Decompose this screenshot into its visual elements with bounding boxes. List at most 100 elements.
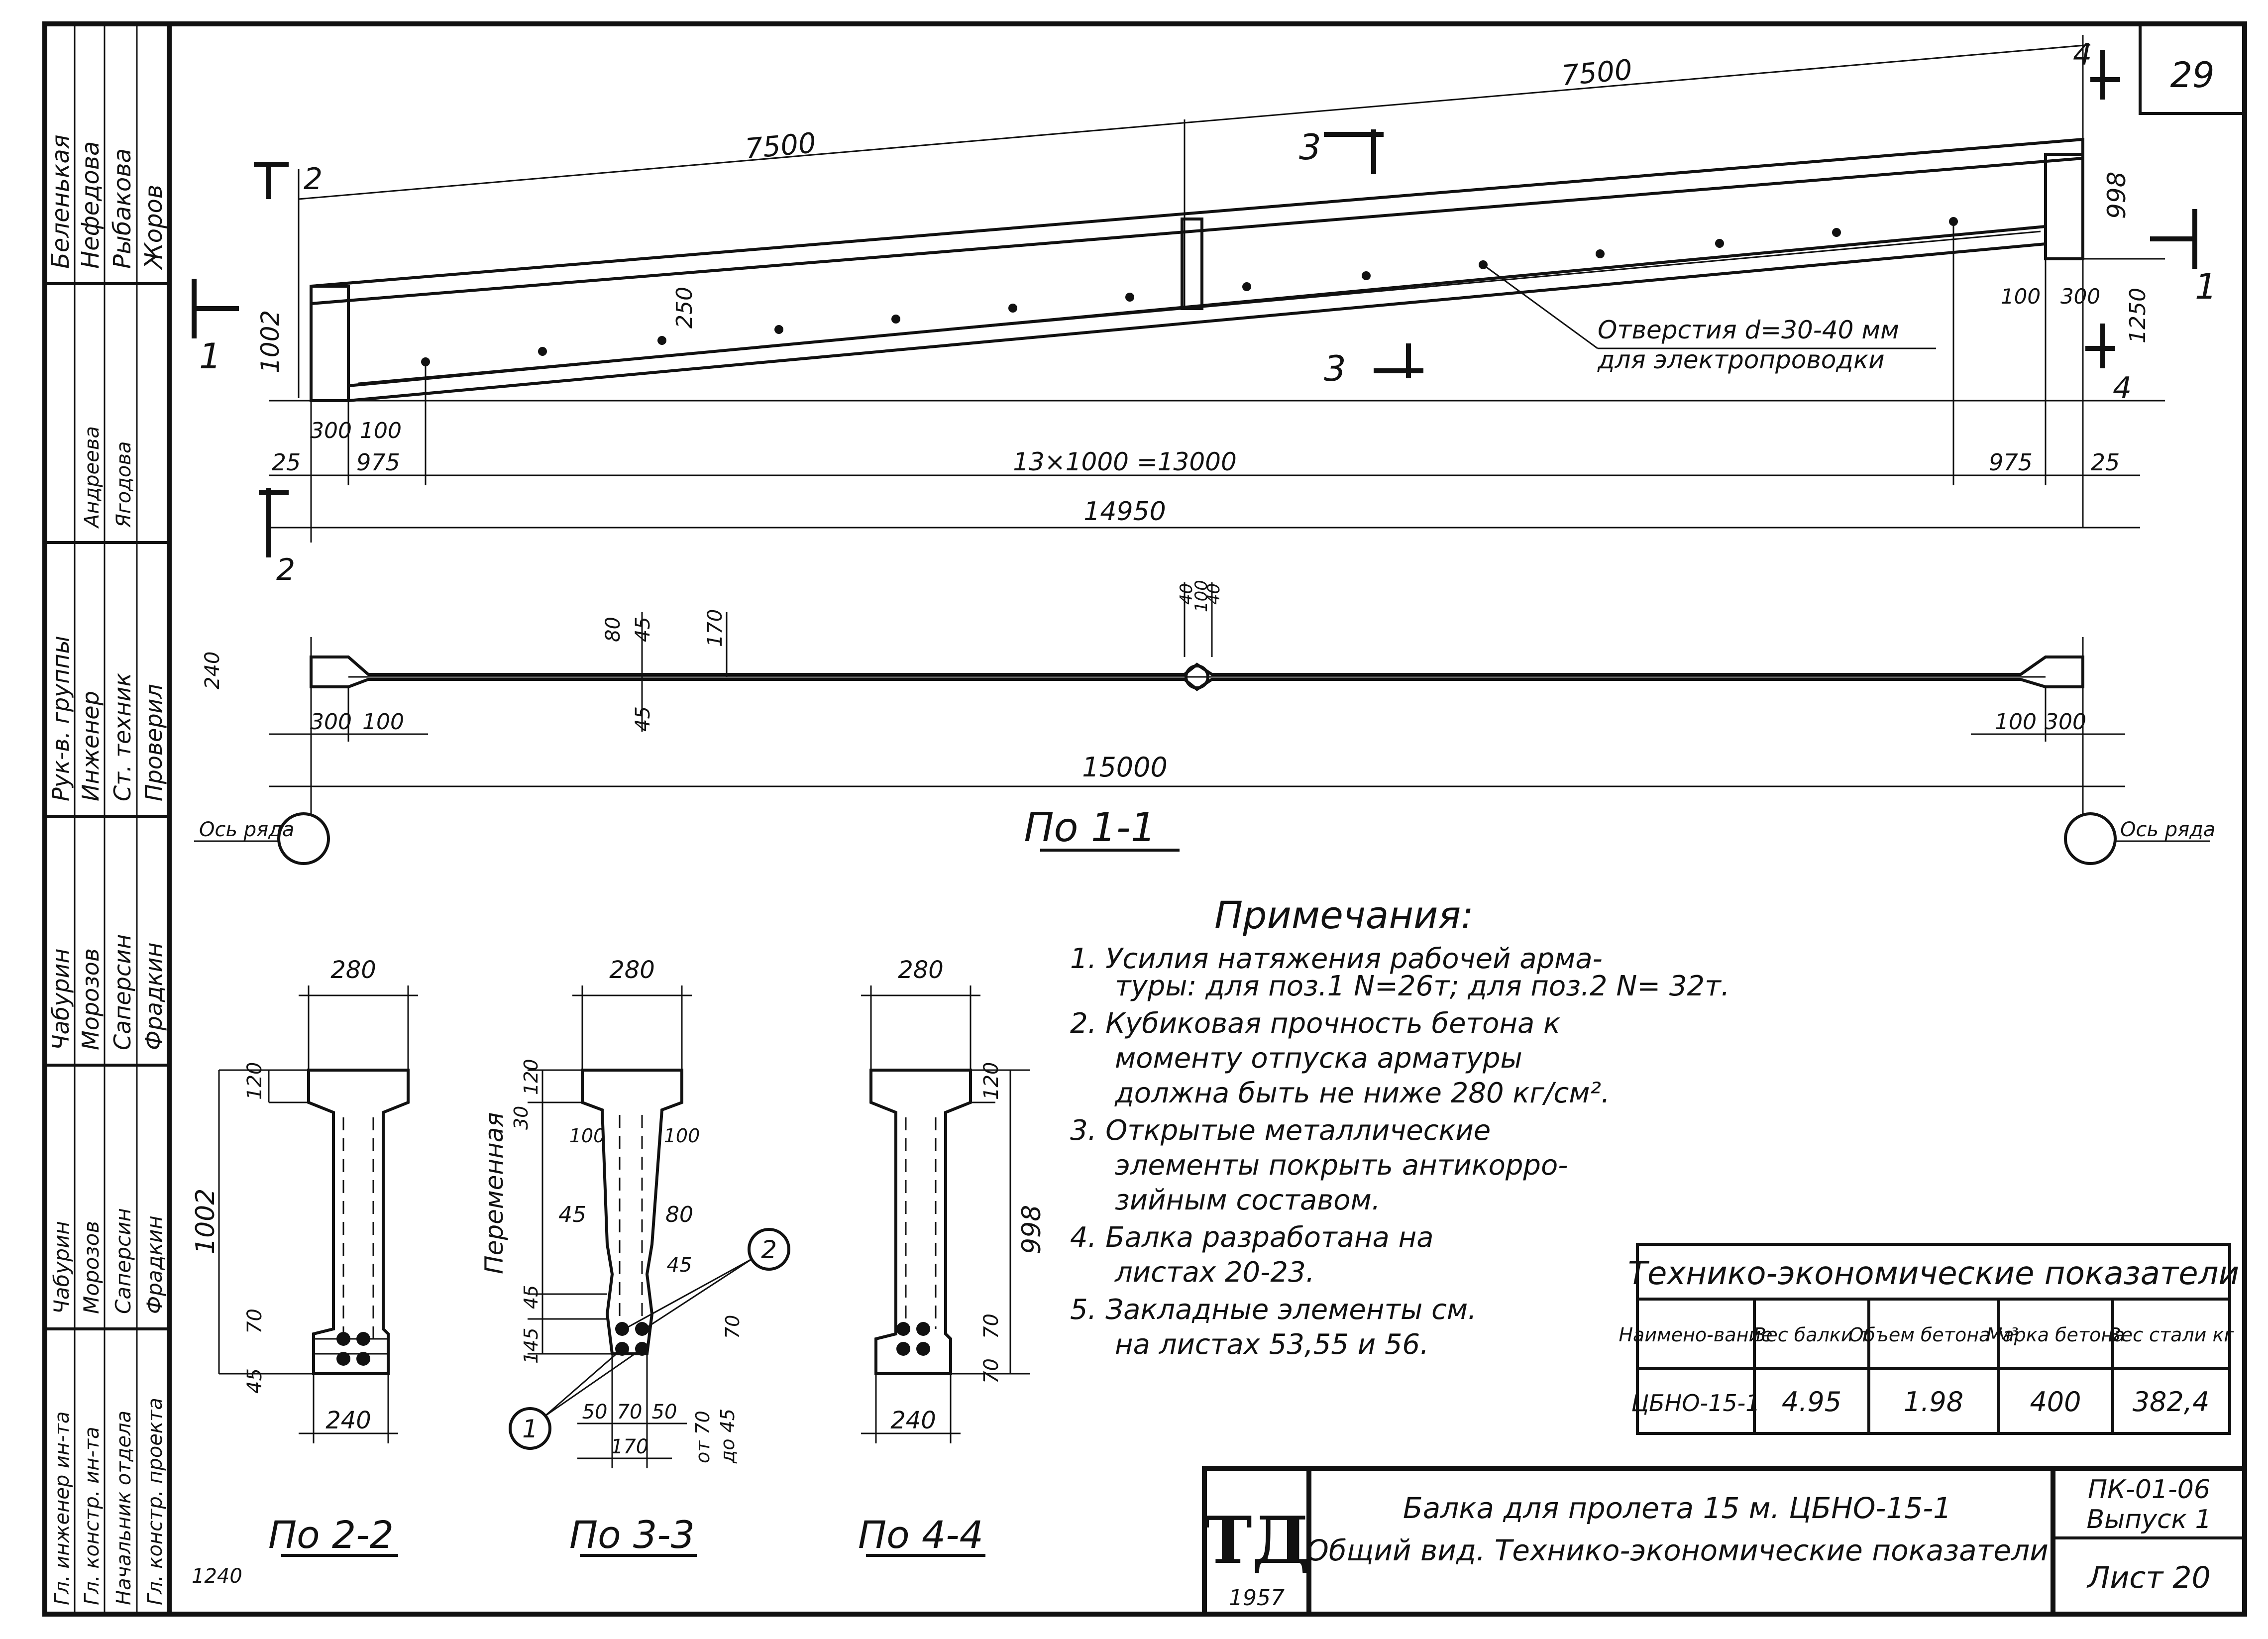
tech-econ-table — [1636, 1243, 2231, 1435]
stamp-role: Начальник отдела — [112, 1411, 135, 1605]
dim-right-lower: 1250 — [2125, 288, 2151, 343]
s44-d70b: 70 — [980, 1358, 1003, 1384]
note-line: на листах 53,55 и 56. — [1115, 1328, 1429, 1361]
dim-chain — [269, 221, 2140, 543]
s22-w-top: 280 — [330, 956, 376, 984]
s33-callout-2: 2 — [761, 1235, 777, 1264]
s44-d70a: 70 — [980, 1313, 1003, 1339]
note-line: 4. Балка разработана на — [1070, 1221, 1434, 1254]
table-header-name: Наимено-вание — [1619, 1324, 1772, 1346]
stamp-name: Чабурин — [47, 949, 74, 1050]
note-line: 2. Кубиковая прочность бетона к — [1070, 1007, 1560, 1040]
plan-dim-45-top: 45 — [632, 617, 654, 642]
note-line: 5. Закладные элементы см. — [1070, 1294, 1477, 1326]
s22-d120: 120 — [243, 1062, 266, 1100]
s33-w-bottom: 170 — [611, 1435, 648, 1458]
s33-d70: 70 — [722, 1315, 744, 1339]
stamp-signature: Саперсин — [111, 1208, 135, 1314]
note-line: листах 20-23. — [1114, 1256, 1314, 1289]
title-code: ПК-01-06 — [2088, 1475, 2210, 1505]
cut-3-top: 3 — [1299, 127, 1321, 168]
s33-w-top: 280 — [609, 956, 655, 984]
cut-marks — [192, 50, 2197, 557]
stamp-top-names: Беленькая Нефедова Рыбакова Жоров — [47, 134, 168, 270]
note-line: зийным составом. — [1115, 1184, 1381, 1216]
title-block — [1202, 1466, 2247, 1617]
section-2-2 — [218, 985, 418, 1443]
s33-d50b: 50 — [652, 1401, 677, 1423]
plan-dim-240: 240 — [201, 652, 224, 689]
stamp-signature: Фрадкин — [142, 1215, 167, 1314]
note-line: моменту отпуска арматуры — [1115, 1042, 1522, 1075]
stamp-signature: Морозов — [79, 1221, 104, 1314]
plan-dim-40b: 40 — [1204, 583, 1224, 605]
notes-list: 1. Усилия натяжения рабочей арма- туры: … — [1070, 943, 1730, 1361]
beam-plan — [194, 582, 2210, 865]
s33-d45b: 45 — [667, 1254, 692, 1277]
plan-dim-100: 100 — [1191, 580, 1211, 612]
stamp-role: Гл. инженер ин-та — [51, 1412, 74, 1605]
s33-d50a: 50 — [582, 1401, 608, 1423]
dim-height-left: 1002 — [256, 310, 285, 373]
dim-spacing: 13×1000 =13000 — [1013, 447, 1237, 476]
s33-variable: Переменная — [480, 1112, 509, 1274]
plan-dim-40a: 40 — [1177, 583, 1196, 605]
cut-2-top: 2 — [304, 162, 323, 197]
s33-note-to: до 45 — [717, 1409, 739, 1464]
plan-dim-total: 15000 — [1082, 752, 1168, 783]
cut-1-left: 1 — [199, 336, 221, 377]
dim-100-left: 100 — [360, 418, 402, 443]
stamp-name: Саперсин — [109, 934, 136, 1050]
stamp-role: Инженер — [77, 691, 104, 801]
plan-dim-170: 170 — [704, 609, 727, 647]
table-title: Технико-экономические показатели — [1628, 1255, 2239, 1292]
plan-view-title: По 1-1 — [1024, 804, 1156, 851]
plan-dim-80: 80 — [602, 617, 625, 642]
holes-note-2: для электропроводки — [1597, 345, 1885, 374]
stamp-name: Рыбакова — [108, 148, 136, 269]
table-cell-name: ЦБНО-15-1 — [1631, 1390, 1760, 1417]
table-cell-weight: 4.95 — [1782, 1386, 1841, 1418]
s33-d30: 30 — [510, 1106, 532, 1130]
stamp-name: Жоров — [140, 185, 168, 270]
s33-d145: 145 — [520, 1327, 542, 1364]
s22-title: По 2-2 — [268, 1513, 394, 1557]
dim-300-right: 300 — [2060, 284, 2100, 309]
s33-d100a: 100 — [569, 1125, 606, 1147]
cut-2-bottom: 2 — [276, 552, 295, 587]
note-line: туры: для поз.1 N=26т; для поз.2 N= 32т. — [1115, 970, 1730, 1002]
title-year: 1957 — [1229, 1585, 1285, 1611]
stamp-signature: Чабурин — [49, 1221, 74, 1314]
s33-d70b: 70 — [617, 1401, 643, 1423]
plan-dim-45-bottom: 45 — [632, 706, 654, 732]
stamp-top-signatures: Андреева Ягодова — [81, 426, 135, 529]
side-stamp — [45, 24, 169, 1614]
stamp-name: Фрадкин — [140, 942, 167, 1050]
beam-elevation — [269, 35, 2165, 528]
dim-25-left: 25 — [272, 449, 301, 476]
s33-d45c: 45 — [520, 1285, 542, 1309]
s33-title: По 3-3 — [569, 1513, 695, 1557]
dim-975-right: 975 — [1989, 449, 2033, 476]
stamp-role: Рук-в. группы — [47, 636, 74, 801]
section-4-4 — [861, 985, 1030, 1443]
stamp-name: Морозов — [77, 948, 104, 1050]
cut-4-top: 4 — [2073, 37, 2092, 72]
dim-total-elevation: 14950 — [1083, 497, 1166, 527]
stamp-group-names: Чабурин Морозов Саперсин Фрадкин — [47, 934, 167, 1050]
s22-d70: 70 — [243, 1309, 266, 1334]
notes-title: Примечания: — [1214, 893, 1474, 937]
plan-dim-100-left: 100 — [362, 709, 404, 735]
table-header-volume: Объем бетона м³ — [1849, 1324, 2019, 1346]
s44-title: По 4-4 — [858, 1513, 983, 1557]
s33-d45a: 45 — [558, 1202, 586, 1227]
s22-w-bottom: 240 — [325, 1407, 371, 1434]
s44-h: 998 — [1017, 1205, 1047, 1254]
s44-w-bottom: 240 — [890, 1407, 936, 1434]
stamp-group-roles: Рук-в. группы Инженер Ст. техник Провери… — [47, 636, 167, 801]
stamp-name: Беленькая — [47, 134, 75, 269]
table-header-weight: Вес балки т — [1753, 1324, 1871, 1346]
title-issue: Выпуск 1 — [2086, 1505, 2211, 1534]
note-line: 1. Усилия натяжения рабочей арма- — [1070, 943, 1603, 975]
